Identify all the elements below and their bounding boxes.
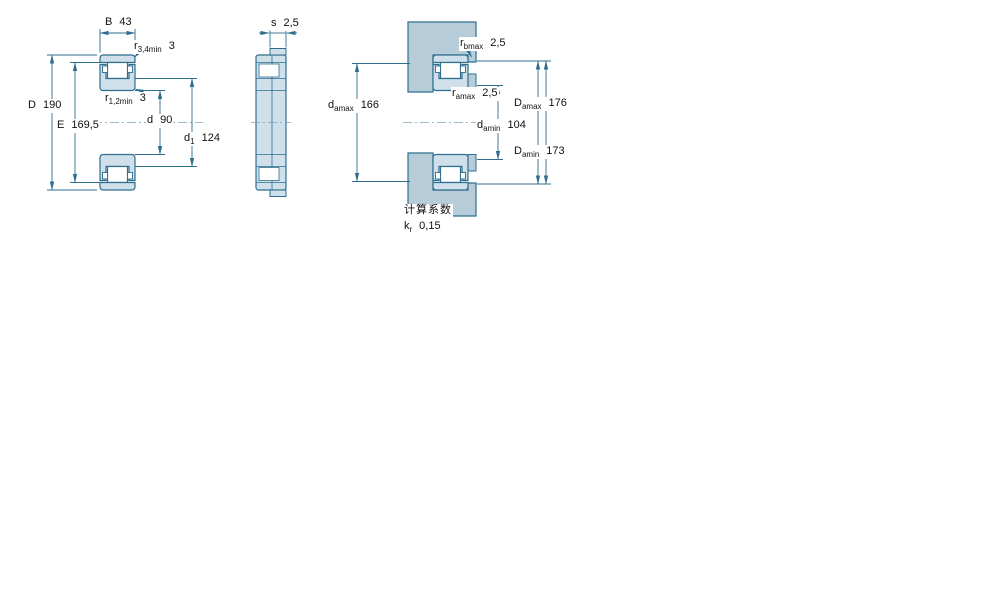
leader-r12 [135,88,145,94]
factor-subscript: r [409,225,413,235]
roller-window [258,63,280,78]
front-view-dimensions [47,29,197,191]
inner-ring-top [99,63,136,92]
dim-value: 190 [42,99,62,111]
cage-bar [127,172,133,180]
dim-symbol: s [271,17,277,29]
dim-value: 2,5 [283,17,299,29]
outer-ring-top [99,54,136,64]
dim-value: 3 [139,92,146,104]
dim-value: 3 [168,40,175,52]
factor-value: 0,15 [419,220,441,232]
dim-subscript: 3,4min [137,45,162,55]
front-view [47,29,203,191]
ring-face-step [269,189,287,197]
dim-value: 43 [119,16,132,28]
dim-value: 169,5 [71,119,99,131]
ring-face-step [269,48,287,56]
side-view [251,30,297,197]
dim-symbol: d [328,99,335,111]
dim-label-damax: damax 166 [327,99,381,114]
dim-value: 90 [160,114,173,126]
housing-bottom [407,152,477,217]
dim-value: 176 [548,97,567,109]
dim-value: 2,5 [490,37,506,49]
dim-symbol: D [28,99,36,111]
dim-symbol: r [452,87,456,99]
roller-window [258,167,280,181]
dim-label-E: E 169,5 [56,119,100,134]
dim-label-d: d 90 [146,114,174,129]
cage-bar [102,65,108,73]
dim-value: 2,5 [482,87,498,99]
dim-label-rbmax: rbmax 2,5 [459,37,507,52]
cage-bar [127,65,133,73]
dim-symbol: d [477,119,484,131]
dim-subscript: bmax [463,42,484,52]
dim-symbol: E [57,119,65,131]
dim-subscript: 1,2min [108,97,133,107]
roller-bottom [106,165,129,184]
dim-label-damin: damin 104 [476,119,527,134]
calc-factor-kr: kr 0,15 [403,220,442,235]
dim-symbol: D [514,145,522,157]
dim-label-r12: r1,2min 3 [104,92,147,107]
dim-label-D: D 190 [27,99,63,114]
dim-subscript: amax [334,104,354,114]
dim-symbol: d [184,132,191,144]
dim-symbol: r [460,37,464,49]
dim-symbol: d [147,114,154,126]
factor-symbol: k [404,220,410,232]
dim-subscript: amax [521,102,542,112]
bearing-cross-section [99,54,136,191]
dim-subscript: amin [521,150,540,160]
dim-label-s: s 2,5 [270,17,300,32]
dim-label-B: B 43 [104,16,133,31]
dim-subscript: amin [483,124,501,134]
dim-subscript: amax [455,92,476,102]
side-view-dimensions [259,30,297,48]
dim-subscript: 1 [190,137,195,147]
dim-label-r34: r3,4min 3 [133,40,176,55]
dim-label-Damax: Damax 176 [513,97,568,112]
dim-label-Damin: Damin 173 [513,145,566,160]
cage-bar [102,172,108,180]
calc-section-heading: 计算系数 [403,204,453,217]
dim-symbol: r [134,40,138,52]
dim-symbol: D [514,97,522,109]
dim-value: 104 [507,119,526,131]
dim-value: 166 [360,99,380,111]
dim-value: 173 [546,145,565,157]
dim-symbol: B [105,16,113,28]
dim-value: 124 [201,132,220,144]
dim-label-d1: d1 124 [183,132,221,147]
shaft-shoulder-bottom [467,154,477,172]
roller-top [106,61,129,80]
outer-ring-bottom [99,181,136,191]
dim-label-ramax: ramax 2,5 [451,87,499,102]
dim-symbol: r [105,92,109,104]
